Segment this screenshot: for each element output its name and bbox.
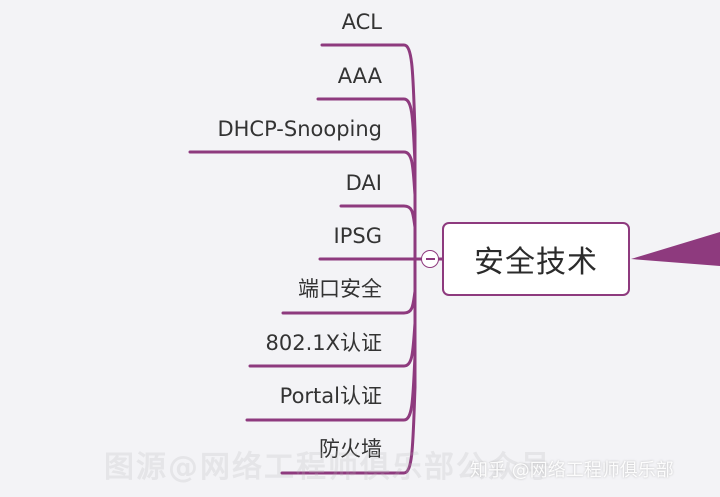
leaf-node-label[interactable]: 防火墙: [319, 437, 382, 461]
leaf-node-label[interactable]: ACL: [341, 10, 382, 34]
leaf-node-label[interactable]: Portal认证: [279, 384, 382, 408]
central-topic-node[interactable]: 安全技术: [442, 222, 630, 296]
leaf-node-label[interactable]: DHCP-Snooping: [217, 117, 382, 141]
leaf-node-label[interactable]: 802.1X认证: [265, 331, 382, 355]
leaf-branch-connector: [316, 97, 417, 261]
leaf-node-label[interactable]: DAI: [345, 171, 382, 195]
leaf-branch-connector: [339, 204, 417, 261]
collapse-button[interactable]: [421, 250, 439, 268]
leaf-node-label[interactable]: 端口安全: [298, 277, 382, 301]
leaf-branch-connector: [320, 43, 417, 261]
central-topic-label: 安全技术: [474, 245, 598, 280]
minus-icon: [425, 258, 435, 260]
watermark-left: 图源@网络工程师俱乐部公众号: [104, 450, 552, 485]
leaf-node-label[interactable]: AAA: [337, 64, 382, 88]
parent-branch-connector: [631, 232, 720, 266]
watermark-right: 知乎 @网络工程师俱乐部: [470, 460, 674, 481]
leaf-node-label[interactable]: IPSG: [333, 224, 382, 248]
leaf-branch-connector: [280, 257, 417, 475]
leaf-branch-connector: [188, 150, 417, 261]
